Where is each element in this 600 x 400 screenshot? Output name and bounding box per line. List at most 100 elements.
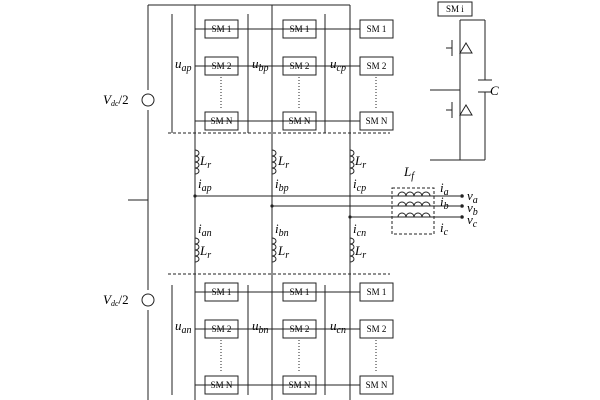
label-v-c-sub: c <box>473 219 478 230</box>
arm-inductor-coil <box>349 155 355 163</box>
label-u-bn: ubn <box>252 318 269 336</box>
filter-inductor-coil <box>413 212 423 218</box>
label-lr-cn-sub: r <box>362 250 366 261</box>
output-terminal <box>460 215 464 219</box>
label-lr-cn: Lr <box>354 243 366 261</box>
label-u-ap: uap <box>175 56 192 74</box>
label-u-bp: ubp <box>252 56 269 74</box>
label-i-ap: iap <box>198 176 212 194</box>
label-i-bn: ibn <box>275 221 289 239</box>
label-i-c-main: i <box>440 220 444 235</box>
label-u-bn-sub: bn <box>259 325 269 336</box>
label-lr-bp: Lr <box>277 153 289 171</box>
label-v-b: vb <box>467 200 478 218</box>
filter-inductor-coil <box>421 212 431 218</box>
label-lf-main: L <box>403 164 411 179</box>
label-u-ap-main: u <box>175 56 182 71</box>
arm-inductor-coil <box>194 155 200 163</box>
submodule-label: SM 1 <box>290 287 310 297</box>
arm-inductor-coil <box>194 161 200 169</box>
label-i-cn: icn <box>353 221 366 239</box>
label-v-b-sub: b <box>473 207 478 218</box>
label-i-c-sub: c <box>444 227 449 238</box>
filter-inductor-coil <box>397 201 407 207</box>
submodule-label: SM N <box>211 380 233 390</box>
label-u-cp-sub: cp <box>337 63 346 74</box>
submodule-label: SM 1 <box>367 24 387 34</box>
label-i-bn-main: i <box>275 221 279 236</box>
label-i-an-main: i <box>198 221 202 236</box>
submodule-label: SM 2 <box>367 324 387 334</box>
arm-inductor-coil <box>271 161 277 169</box>
label-i-b-main: i <box>440 194 444 209</box>
submodule-detail-label: SM i <box>446 4 464 14</box>
label-i-cp-main: i <box>353 176 357 191</box>
filter-inductor-coil <box>405 191 415 197</box>
vdc-sub: dc <box>111 299 119 308</box>
label-u-cn: ucn <box>330 318 346 336</box>
label-i-cp: icp <box>353 176 366 194</box>
label-lr-bp-main: L <box>277 153 285 168</box>
shapes <box>141 19 492 395</box>
label-lr-ap: Lr <box>199 153 211 171</box>
vdc-div: /2 <box>119 92 129 107</box>
arm-inductor-coil <box>271 243 277 251</box>
label-v-a-main: v <box>467 188 473 203</box>
submodule-label: SM 2 <box>367 61 387 71</box>
labels: SM 1SM 2SM NSM 1SM 2SM NSM 1SM 2SM NSM 1… <box>103 4 499 390</box>
label-i-bn-sub: bn <box>279 228 289 239</box>
label-u-cn-main: u <box>330 318 337 333</box>
diode <box>459 104 473 116</box>
junction-dot <box>193 194 197 198</box>
arm-inductor-coil <box>349 255 355 263</box>
junction-dot <box>348 215 352 219</box>
label-v-c-main: v <box>467 212 473 227</box>
junction-dot <box>270 204 274 208</box>
arm-inductor-coil <box>194 149 200 157</box>
arm-inductor-coil <box>271 255 277 263</box>
filter-inductor-coil <box>405 201 415 207</box>
label-u-bn-main: u <box>252 318 259 333</box>
label-u-an: uan <box>175 318 192 336</box>
diode <box>459 42 473 54</box>
label-lr-an-sub: r <box>207 250 211 261</box>
label-i-cn-main: i <box>353 221 357 236</box>
label-i-b: ib <box>440 194 449 212</box>
arm-inductor-coil <box>349 243 355 251</box>
label-lf: Lf <box>403 164 415 182</box>
label-u-an-main: u <box>175 318 182 333</box>
label-i-bp-main: i <box>275 176 279 191</box>
label-u-cp: ucp <box>330 56 346 74</box>
label-lr-cp-sub: r <box>362 160 366 171</box>
label-v-b-main: v <box>467 200 473 215</box>
arm-inductor-coil <box>271 155 277 163</box>
label-i-an: ian <box>198 221 212 239</box>
capacitor-label: C <box>490 83 499 98</box>
label-i-c: ic <box>440 220 449 238</box>
arm-inductor-coil <box>271 237 277 245</box>
output-terminal <box>460 194 464 198</box>
arm-inductor-coil <box>349 149 355 157</box>
label-lr-cn-main: L <box>354 243 362 258</box>
label-i-cp-sub: cp <box>357 183 366 194</box>
vdc-main: V <box>103 292 113 307</box>
filter-inductor-coil <box>397 191 407 197</box>
filter-inductor-coil <box>421 191 431 197</box>
arm-inductor-coil <box>271 249 277 257</box>
vdc-label: Vdc/2 <box>103 92 129 108</box>
label-lr-bn: Lr <box>277 243 289 261</box>
label-i-bp: ibp <box>275 176 289 194</box>
label-u-bp-sub: bp <box>259 63 269 74</box>
label-u-ap-sub: ap <box>182 63 192 74</box>
label-v-a-sub: a <box>473 195 478 206</box>
submodule-label: SM N <box>366 380 388 390</box>
arm-inductor-coil <box>194 255 200 263</box>
vdc-sub: dc <box>111 99 119 108</box>
submodule-label: SM 2 <box>290 324 310 334</box>
label-i-cn-sub: cn <box>357 228 366 239</box>
submodule-label: SM 2 <box>290 61 310 71</box>
label-i-ap-sub: ap <box>202 183 212 194</box>
submodule-label: SM 2 <box>212 61 232 71</box>
label-i-ap-main: i <box>198 176 202 191</box>
label-lr-cp: Lr <box>354 153 366 171</box>
